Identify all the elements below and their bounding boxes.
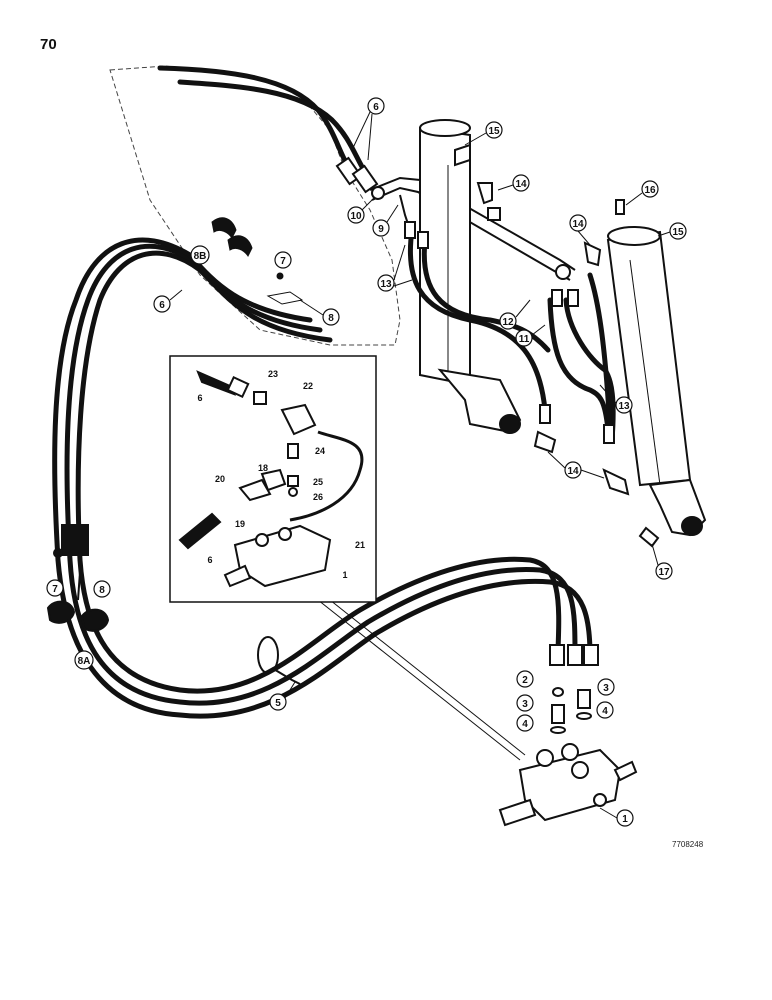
- callout-6a: 6: [373, 102, 379, 113]
- callout-3a: 3: [522, 699, 528, 710]
- callout-14a: 14: [515, 179, 527, 190]
- inset-label-19: 19: [235, 519, 245, 529]
- callout-8c: 8: [99, 585, 105, 596]
- callout-7a: 7: [280, 256, 286, 267]
- hose-fittings: [404, 221, 615, 444]
- callout-10: 10: [350, 211, 362, 222]
- inset-label-6a: 6: [197, 393, 202, 403]
- inset-label-21: 21: [355, 540, 365, 550]
- inset-label-18: 18: [258, 463, 268, 473]
- callout-16: 16: [644, 185, 656, 196]
- upper-hoses: [157, 65, 379, 194]
- tie-strap: [257, 636, 301, 685]
- callout-8b: 8B: [194, 251, 207, 262]
- inset-label-23: 23: [268, 369, 278, 379]
- callout-14b: 14: [572, 219, 584, 230]
- callout-leaders: [169, 111, 671, 819]
- callout-14c: 14: [567, 466, 579, 477]
- inset-label-22: 22: [303, 381, 313, 391]
- callout-13b: 13: [618, 401, 630, 412]
- callout-7b: 7: [52, 584, 58, 595]
- callout-6b: 6: [159, 300, 165, 311]
- callout-5: 5: [275, 698, 281, 709]
- callout-11: 11: [519, 334, 530, 345]
- callout-3b: 3: [603, 683, 609, 694]
- callout-8a-lower: 8A: [78, 656, 91, 667]
- callout-1: 1: [622, 814, 628, 825]
- inset-label-25: 25: [313, 477, 323, 487]
- inset-label-26: 26: [313, 492, 323, 502]
- hose-clamp-upper: [211, 217, 304, 305]
- callout-4b: 4: [602, 706, 608, 717]
- callout-15a: 15: [488, 126, 500, 137]
- inset-label-1: 1: [342, 570, 347, 580]
- lower-hose-fittings: [549, 644, 599, 666]
- inset-label-6b: 6: [207, 555, 212, 565]
- inset-detail: [169, 355, 377, 603]
- inset-leaders: [317, 599, 526, 761]
- callout-4a: 4: [522, 719, 528, 730]
- tube-manifold: [369, 176, 576, 281]
- callout-2: 2: [522, 675, 528, 686]
- upper-hose-phantom-outline: [109, 65, 401, 346]
- reference-code: 7708248: [672, 840, 704, 849]
- hose-clamp-lower: [46, 524, 110, 632]
- callout-9: 9: [378, 224, 384, 235]
- cylinder-right: [606, 226, 707, 537]
- control-valve: [498, 743, 638, 827]
- callout-17: 17: [658, 567, 670, 578]
- callout-15b: 15: [672, 227, 684, 238]
- page-number: 70: [40, 36, 57, 53]
- inset-label-20: 20: [215, 474, 225, 484]
- callout-bubbles: [46, 97, 687, 827]
- cylinder-left: [419, 119, 522, 434]
- callout-12: 12: [502, 317, 514, 328]
- callout-8a: 8: [328, 313, 334, 324]
- callout-13a: 13: [380, 279, 392, 290]
- inset-label-24: 24: [315, 446, 325, 456]
- valve-fittings: [550, 687, 592, 734]
- elbow-fittings: [476, 182, 660, 548]
